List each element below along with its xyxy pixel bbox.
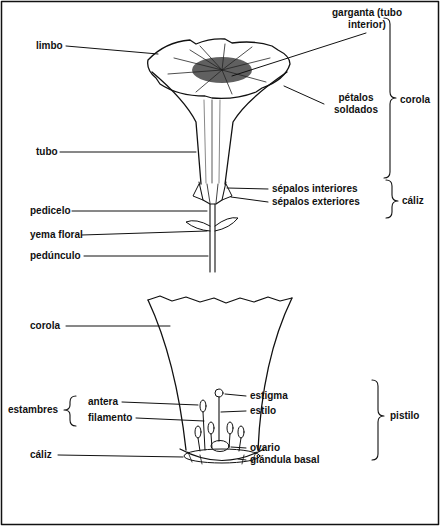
leader-line [136,418,204,421]
corolla-tube [225,72,287,184]
tube-fold [204,100,206,183]
anther [227,422,233,434]
stigma [215,389,223,397]
part-label: filamento [88,412,132,424]
corolla-limb [148,39,290,99]
hatch [174,58,222,70]
part-label: tubo [36,146,58,158]
hatch [222,44,225,70]
tube-fold [212,100,213,183]
leader-line [232,33,366,76]
leader-line [231,447,246,448]
leader-line [225,394,246,396]
part-label: estilo [250,405,276,417]
part-label: corola [400,94,430,106]
tube-fold [219,100,220,183]
bract-leaf [215,218,238,231]
part-label: sépalos exteriores [272,196,360,208]
leader-line [60,152,196,153]
corolla-wall [148,300,186,450]
part-label: pistilo [390,410,419,422]
part-label: corola [30,320,60,332]
anther [195,426,201,438]
filament [198,438,200,451]
part-label: pedicelo [30,205,71,217]
hatch [222,70,232,94]
outer-sepal [193,184,203,200]
anther [200,400,206,412]
inner-sepal [207,184,218,203]
leader-line [122,402,198,405]
hatch [200,46,222,70]
leader-line [58,455,183,457]
hatch [196,70,222,92]
outer-sepal [222,184,232,200]
stem [210,204,215,272]
part-label: cáliz [30,449,52,461]
bracket [386,180,398,218]
part-label: garganta (tubo interior) [330,7,404,31]
bracket [384,18,396,178]
ovary [211,441,229,452]
filament [203,412,205,450]
hatch [168,70,222,74]
filament [239,438,241,451]
part-label: limbo [36,40,63,52]
corolla-wall [258,298,292,450]
part-label: pétalos soldados [326,92,386,116]
bract-leaf [186,221,210,231]
leader-line [72,211,207,212]
corolla-tube [152,72,201,184]
leader-line [84,256,208,257]
bracket [372,380,384,460]
leader-line [227,188,268,189]
leader-line [82,231,207,235]
part-label: yema floral [30,229,83,241]
calyx [199,182,226,204]
anther [208,422,214,434]
leader-line [238,459,246,460]
sepal-line [188,452,256,464]
part-label: sépalos interiores [272,183,358,195]
leader-line [231,197,268,202]
part-label: ovario [250,442,280,454]
part-label: pedúnculo [30,250,81,262]
corolla-rim [148,296,292,303]
leader-line [66,46,158,54]
leader-line [284,86,324,104]
bracket [64,396,76,426]
part-label: estambres [8,404,58,416]
leader-line [221,411,246,412]
style [218,397,219,441]
part-label: antera [88,396,118,408]
part-label: estigma [250,390,288,402]
anther [238,426,244,438]
hatch [222,58,270,70]
part-label: cáliz [402,195,424,207]
part-label: glándula basal [250,454,319,466]
leader-line [66,326,170,327]
